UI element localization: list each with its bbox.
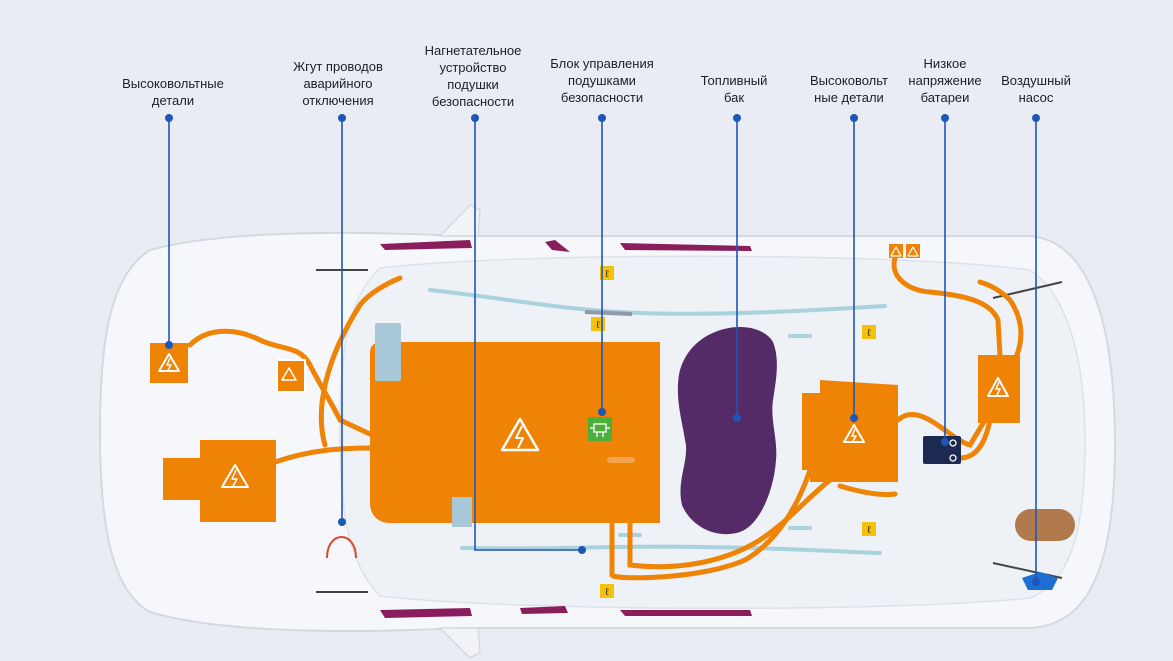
svg-text:ℓ: ℓ: [605, 587, 609, 598]
callout-line: [474, 118, 582, 551]
hv-cables: [187, 255, 1024, 581]
callout-dot: [850, 414, 858, 422]
high-voltage-warning-icon: [907, 246, 919, 257]
callout-dot: [733, 414, 741, 422]
hv-cable: [627, 477, 833, 570]
callout-dot: [1032, 114, 1040, 122]
callout-dot: [471, 114, 479, 122]
airbag-tubes: [428, 288, 887, 555]
callout-dots: [165, 114, 1040, 586]
callout-label-airbag-ecu: Блок управления подушками безопасности: [550, 56, 654, 105]
airbag-tube-bottom: [460, 544, 882, 555]
lv-battery: [923, 436, 961, 464]
curtain-airbag: [620, 610, 752, 616]
hv-module-front-small: [150, 343, 188, 383]
air-pump: [1022, 572, 1058, 590]
callout-label-hv-front: Высоковольтные детали: [122, 76, 224, 108]
svg-text:ℓ: ℓ: [605, 269, 609, 280]
fuel-tank: [677, 327, 777, 535]
high-voltage-warning-icon: [843, 424, 865, 443]
svg-text:ℓ: ℓ: [867, 525, 871, 536]
mirror-right: [438, 627, 481, 659]
airbag-icon: ℓ: [862, 325, 876, 339]
cutoff-harness-loop: [326, 536, 357, 559]
curtain-airbag: [545, 240, 570, 252]
airbag-icon: ℓ: [600, 584, 614, 598]
high-voltage-warning-icon: [221, 464, 249, 488]
callout-dot: [850, 114, 858, 122]
callout-dot: [941, 438, 949, 446]
callout-label-airbag-inflator: Нагнетательное устройство подушки безопа…: [424, 43, 522, 109]
callout-dot: [165, 114, 173, 122]
hv-module-front-junction: [276, 359, 306, 393]
high-voltage-warning-icon: [890, 246, 902, 257]
high-voltage-warning-icon: [987, 377, 1009, 397]
callout-dot: [578, 546, 586, 554]
mirror-left: [438, 204, 481, 237]
hv-components: [150, 244, 1020, 527]
airbag-ecu: [588, 417, 612, 441]
high-voltage-warning-icon: [500, 417, 540, 452]
curtain-airbag: [620, 243, 752, 251]
callout-label-fuel-tank: Топливный бак: [700, 73, 768, 105]
callout-label-air-pump: Воздушный насос: [1001, 73, 1071, 105]
curtain-airbag: [380, 240, 472, 250]
hv-cable: [318, 275, 403, 448]
rear-component: [1015, 509, 1075, 541]
hv-sensor-bottom: [452, 497, 472, 527]
hv-cable: [187, 328, 375, 438]
svg-text:ℓ: ℓ: [867, 328, 871, 339]
airbag-tube-top: [428, 288, 887, 316]
airbag-icon: ℓ: [591, 317, 605, 331]
callout-lines: [168, 118, 1037, 582]
callout-dot: [338, 114, 346, 122]
hv-battery-pack: [370, 342, 660, 523]
airbag-tube-joint: [584, 310, 633, 316]
callout-dot: [165, 341, 173, 349]
hv-cable: [609, 467, 813, 581]
hv-sensor-top: [375, 323, 401, 381]
callout-dot: [338, 518, 346, 526]
callout-label-cutoff-harness: Жгут проводов аварийного отключения: [293, 59, 383, 108]
curtain-airbags: [380, 240, 752, 618]
hv-cable: [957, 417, 993, 461]
high-voltage-warning-icons: [158, 246, 1009, 488]
hv-cable: [891, 255, 1003, 358]
hv-module-front-large: [163, 440, 276, 522]
callout-dot: [598, 114, 606, 122]
high-voltage-warning-icon: [158, 353, 180, 372]
hv-cable: [272, 445, 375, 465]
callout-dot: [733, 114, 741, 122]
callout-label-lv-battery: Низкое напряжение батареи: [908, 56, 982, 105]
svg-text:ℓ: ℓ: [596, 320, 600, 331]
circuit-icon: [590, 423, 610, 437]
curtain-airbag: [520, 606, 568, 614]
hv-cable: [837, 483, 898, 497]
hv-cable: [895, 411, 988, 448]
airbag-icon: ℓ: [600, 266, 614, 280]
curtain-airbag: [380, 608, 472, 618]
callout-dot: [1032, 578, 1040, 586]
airbag-icon: ℓ: [862, 522, 876, 536]
high-voltage-warning-icon: [281, 367, 297, 381]
callout-label-hv-rear: Высоковольт ные детали: [810, 73, 888, 105]
hv-detail: [607, 457, 635, 463]
callout-dot: [941, 114, 949, 122]
callout-dot: [598, 408, 606, 416]
